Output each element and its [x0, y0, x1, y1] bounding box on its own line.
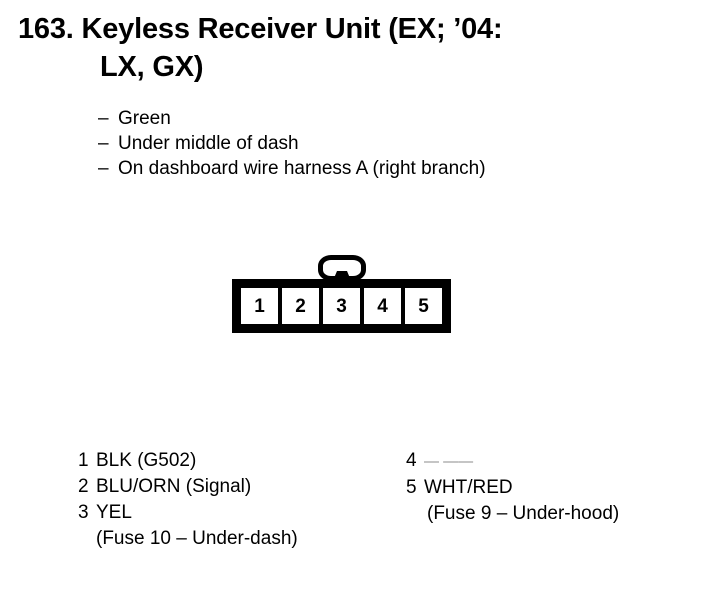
- connector-pin-2: 2: [282, 288, 319, 324]
- legend-pin-label-empty: — ——: [424, 453, 474, 470]
- legend-row: 5 WHT/RED: [406, 475, 696, 501]
- legend-pin-number: 1: [78, 450, 89, 471]
- legend-pin-sublabel: (Fuse 9 – Under-hood): [427, 503, 620, 524]
- pin-legend-left-column: 1 BLK (G502) 2 BLU/ORN (Signal) 3 YEL (F…: [78, 448, 398, 552]
- legend-pin-label: YEL: [96, 502, 132, 523]
- detail-list: – Green – Under middle of dash – On dash…: [98, 106, 678, 181]
- connector-pin-1-label: 1: [254, 295, 265, 317]
- detail-text: Green: [118, 108, 171, 129]
- legend-pin-number: 3: [78, 502, 89, 523]
- legend-pin-label: BLU/ORN (Signal): [96, 476, 252, 497]
- connector-pin-4: 4: [364, 288, 401, 324]
- detail-text: Under middle of dash: [118, 133, 299, 154]
- list-item: – Green: [98, 106, 678, 131]
- dash-bullet-icon: –: [98, 108, 109, 129]
- page-title-line-2: LX, GX): [100, 51, 204, 83]
- legend-pin-sublabel: (Fuse 10 – Under-dash): [96, 528, 298, 549]
- pin-legend-right-column: 4 — —— 5 WHT/RED (Fuse 9 – Under-hood): [406, 448, 696, 527]
- legend-row: 3 YEL: [78, 500, 398, 526]
- legend-row: 1 BLK (G502): [78, 448, 398, 474]
- list-item: – Under middle of dash: [98, 131, 678, 156]
- connector-pin-5: 5: [405, 288, 442, 324]
- connector-pin-1: 1: [241, 288, 278, 324]
- legend-row: 2 BLU/ORN (Signal): [78, 474, 398, 500]
- page-title-line-1: 163. Keyless Receiver Unit (EX; ’04:: [18, 13, 503, 45]
- connector-pin-5-label: 5: [418, 295, 429, 317]
- pin-legend: 1 BLK (G502) 2 BLU/ORN (Signal) 3 YEL (F…: [0, 448, 704, 568]
- connector-pin-4-label: 4: [377, 295, 388, 317]
- connector-pin-3-label: 3: [336, 295, 347, 317]
- legend-row: 4 — ——: [406, 448, 696, 475]
- list-item: – On dashboard wire harness A (right bra…: [98, 156, 678, 181]
- connector-pin-3: 3: [323, 288, 360, 324]
- connector-pin-2-label: 2: [295, 295, 306, 317]
- page-title: 163. Keyless Receiver Unit (EX; ’04: LX,…: [18, 10, 688, 86]
- dash-bullet-icon: –: [98, 133, 109, 154]
- legend-pin-number: 5: [406, 477, 417, 498]
- legend-pin-number: 2: [78, 476, 89, 497]
- detail-text: On dashboard wire harness A (right branc…: [118, 158, 486, 179]
- legend-pin-label: BLK (G502): [96, 450, 197, 471]
- legend-pin-number: 4: [406, 450, 417, 471]
- legend-pin-label: WHT/RED: [424, 477, 513, 498]
- dash-bullet-icon: –: [98, 158, 109, 179]
- connector-pin-strip: 1 2 3 4 5: [232, 279, 451, 333]
